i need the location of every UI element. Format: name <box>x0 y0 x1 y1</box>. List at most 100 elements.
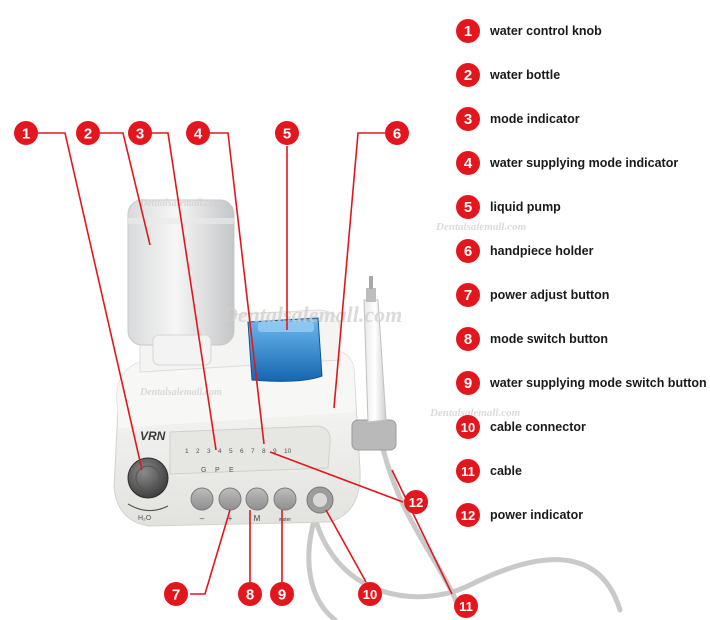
callout-6: 6 <box>385 121 409 145</box>
watermark: Dentalsalemall.com <box>435 221 527 233</box>
power-plus-button[interactable] <box>218 487 242 511</box>
scale-number: 9 <box>273 448 277 455</box>
legend-label: power adjust button <box>490 288 610 302</box>
svg-text:3: 3 <box>136 126 144 143</box>
svg-text:4: 4 <box>194 126 203 143</box>
water-bottle <box>127 199 235 366</box>
handpiece-holder <box>351 419 397 451</box>
callout-5: 5 <box>275 121 299 145</box>
svg-text:9: 9 <box>278 587 286 604</box>
legend-badge: 2 <box>456 63 480 87</box>
watermark: Dentalsalemall.com <box>139 198 222 209</box>
leader-line-11 <box>391 469 453 595</box>
legend-badge: 7 <box>456 283 480 307</box>
button-label: + <box>228 514 233 523</box>
legend-item: 8 mode switch button <box>456 326 608 352</box>
svg-text:2: 2 <box>84 126 92 143</box>
svg-text:12: 12 <box>409 495 423 510</box>
callout-2: 2 <box>76 121 100 145</box>
mode-letter: G <box>201 467 206 474</box>
watermark: Dentalsalemall.com <box>139 387 222 398</box>
scale-number: 3 <box>207 448 211 455</box>
callout-1: 1 <box>14 121 38 145</box>
svg-text:5: 5 <box>283 126 291 143</box>
legend-item: 4 water supplying mode indicator <box>456 150 678 176</box>
legend-item: 6 handpiece holder <box>456 238 594 264</box>
legend-label: power indicator <box>490 508 584 522</box>
legend-badge: 1 <box>456 19 480 43</box>
watermark: Dentalsalemall.com <box>221 302 402 327</box>
brand-logo: VRN <box>140 429 166 443</box>
legend-badge: 3 <box>456 107 480 131</box>
water-mode-switch-button[interactable] <box>273 487 297 511</box>
legend-badge: 9 <box>456 371 480 395</box>
legend-badge: 11 <box>456 459 480 483</box>
power-minus-button[interactable] <box>190 487 214 511</box>
svg-text:10: 10 <box>363 587 377 602</box>
callout-12: 12 <box>404 490 428 514</box>
water-control-knob[interactable] <box>127 457 169 512</box>
leader-line-4 <box>208 132 265 445</box>
legend-badge: 12 <box>456 503 480 527</box>
mode-switch-button[interactable] <box>245 487 269 511</box>
scale-number: 8 <box>262 448 266 455</box>
callout-11: 11 <box>454 594 478 618</box>
legend-badge: 5 <box>456 195 480 219</box>
svg-text:8: 8 <box>246 587 254 604</box>
legend-badge: 4 <box>456 151 480 175</box>
callout-4: 4 <box>186 121 210 145</box>
legend-item: 2 water bottle <box>456 62 560 88</box>
button-label: M <box>254 514 261 523</box>
legend-label: cable connector <box>490 420 586 434</box>
legend-label: water bottle <box>490 68 561 82</box>
cable-connector <box>306 486 334 514</box>
legend-item: 12 power indicator <box>456 502 583 528</box>
mode-letter: P <box>215 467 220 474</box>
leader-line-7 <box>190 509 231 595</box>
legend-label: water supplying mode indicator <box>490 156 679 170</box>
callout-10: 10 <box>358 582 382 606</box>
legend-item: 7 power adjust button <box>456 282 609 308</box>
leader-line-12 <box>269 451 404 503</box>
callout-9: 9 <box>270 582 294 606</box>
svg-text:1: 1 <box>22 126 30 143</box>
scale-number: 5 <box>229 448 233 455</box>
mode-letter: E <box>229 467 234 474</box>
legend-badge: 6 <box>456 239 480 263</box>
leader-line-6 <box>333 132 385 409</box>
leader-line-10 <box>325 509 367 583</box>
callout-3: 3 <box>128 121 152 145</box>
scaler-unit <box>113 309 361 527</box>
legend-item: 3 mode indicator <box>456 106 580 132</box>
svg-text:6: 6 <box>393 126 401 143</box>
legend-badge: 8 <box>456 327 480 351</box>
legend-label: handpiece holder <box>490 244 594 258</box>
leader-line-2 <box>100 132 151 246</box>
callout-7: 7 <box>164 582 188 606</box>
callout-8: 8 <box>238 582 262 606</box>
legend-label: water supplying mode switch button <box>490 376 707 390</box>
button-label: – <box>200 514 205 523</box>
knob-label: H₂O <box>138 515 152 522</box>
legend-badge: 10 <box>456 415 480 439</box>
legend-label: mode indicator <box>490 112 580 126</box>
scale-number: 6 <box>240 448 244 455</box>
legend-label: mode switch button <box>490 332 609 346</box>
liquid-pump <box>247 317 323 382</box>
handpiece <box>363 276 387 423</box>
scale-number: 10 <box>284 448 292 455</box>
svg-text:7: 7 <box>172 587 180 604</box>
legend-item: 1 water control knob <box>456 18 602 44</box>
legend-label: water control knob <box>490 24 602 38</box>
scale-number: 1 <box>185 448 189 455</box>
button-label: water <box>279 517 292 523</box>
svg-text:11: 11 <box>459 599 473 614</box>
legend-item: 9 water supplying mode switch button <box>456 370 707 396</box>
leader-lines <box>38 132 453 595</box>
scale-number: 7 <box>251 448 255 455</box>
scale-number: 2 <box>196 448 200 455</box>
leader-line-3 <box>150 132 217 451</box>
watermark: Dentalsalemall.com <box>429 407 521 419</box>
